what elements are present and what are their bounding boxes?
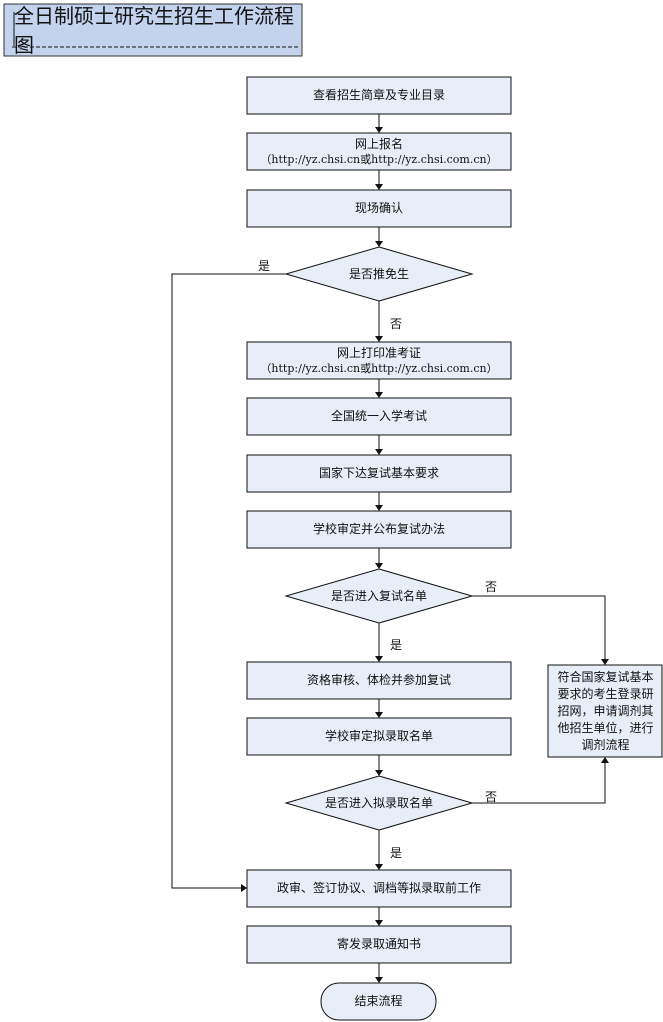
step-1-label: 查看招生简章及专业目录 — [247, 77, 511, 114]
step-7-text: 学校审定并公布复试办法 — [312, 522, 445, 536]
edge-label-d2-yes: 是 — [390, 638, 403, 652]
decision-1-label: 是否推免生 — [286, 247, 472, 301]
decision-1-text: 是否推免生 — [348, 266, 409, 281]
step-box-11 — [246, 925, 512, 964]
step-2-line2: （http://yz.chsi.cn或http://yz.chsi.com.cn… — [260, 152, 498, 166]
step-10-text: 政审、签订协议、调档等拟录取前工作 — [276, 881, 481, 895]
step-8-label: 资格审核、体检并参加复试 — [247, 662, 511, 699]
step-3-text: 现场确认 — [354, 201, 403, 215]
step-1-text: 查看招生简章及专业目录 — [312, 88, 445, 102]
step-box-1 — [246, 76, 512, 115]
page-title: 全日制硕士研究生招生工作流程图 — [14, 4, 294, 57]
step-box-5 — [246, 397, 512, 436]
step-2-line1: 网上报名 — [354, 136, 403, 151]
step-9-text: 学校审定拟录取名单 — [324, 729, 433, 743]
decision-2-label: 是否进入复试名单 — [286, 569, 472, 623]
decision-3-text: 是否进入拟录取名单 — [324, 795, 433, 810]
edge-label-d1-yes: 是 — [258, 259, 271, 273]
step-10-label: 政审、签订协议、调档等拟录取前工作 — [247, 870, 511, 907]
side-box-text: 符合国家复试基本 要求的考生登录研 招网，申请调剂其 他招生单位，进行 调剂流程 — [557, 669, 654, 752]
step-4-line2: （http://yz.chsi.cn或http://yz.chsi.com.cn… — [260, 361, 498, 375]
step-box-3 — [246, 189, 512, 228]
step-8-text: 资格审核、体检并参加复试 — [306, 673, 451, 687]
edge-label-d1-no: 否 — [390, 317, 403, 331]
step-4-line1: 网上打印准考证 — [336, 345, 421, 360]
step-3-label: 现场确认 — [247, 190, 511, 227]
step-6-text: 国家下达复试基本要求 — [318, 466, 439, 480]
edge-label-d2-no: 否 — [485, 580, 498, 594]
end-text: 结束流程 — [354, 994, 403, 1008]
decision-3-label: 是否进入拟录取名单 — [286, 776, 472, 830]
step-7-label: 学校审定并公布复试办法 — [247, 511, 511, 548]
end-label: 结束流程 — [321, 983, 436, 1020]
step-5-label: 全国统一入学考试 — [247, 398, 511, 435]
step-2-label: 网上报名 （http://yz.chsi.cn或http://yz.chsi.c… — [247, 133, 511, 170]
step-4-label: 网上打印准考证 （http://yz.chsi.cn或http://yz.chs… — [247, 342, 511, 379]
step-box-4 — [246, 341, 512, 380]
step-5-text: 全国统一入学考试 — [330, 409, 427, 423]
step-9-label: 学校审定拟录取名单 — [247, 718, 511, 755]
step-6-label: 国家下达复试基本要求 — [247, 455, 511, 492]
step-box-9 — [246, 717, 512, 756]
edge-label-d3-yes: 是 — [390, 846, 403, 860]
decision-2-text: 是否进入复试名单 — [330, 588, 427, 603]
step-11-text: 寄发录取通知书 — [336, 937, 421, 951]
edge-label-d3-no: 否 — [485, 790, 498, 804]
step-11-label: 寄发录取通知书 — [247, 926, 511, 963]
